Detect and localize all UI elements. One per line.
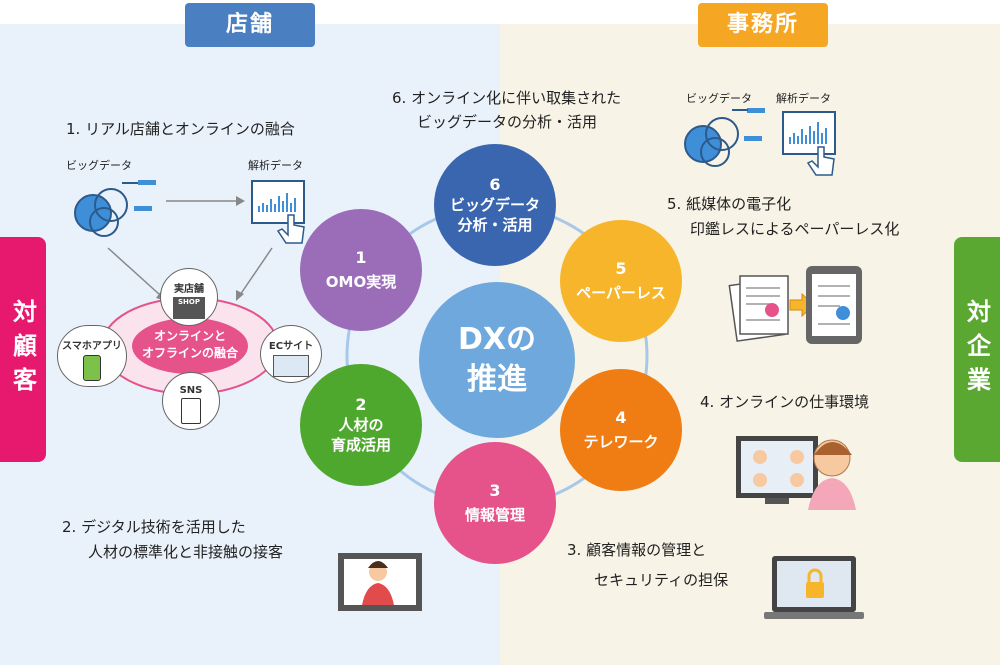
node-label: 分析・活用: [457, 216, 533, 234]
node-label: ペーパーレス: [576, 284, 666, 302]
teleworker-person-icon: [808, 439, 856, 510]
omo-analysis-label: 解析データ: [248, 159, 303, 172]
ec-label: ECサイト: [268, 341, 314, 352]
sns-phone-icon: [181, 397, 201, 424]
paper-documents-icon: [728, 275, 789, 342]
tablet-icon: [806, 266, 862, 344]
smartphone-icon: [83, 355, 101, 381]
caption-2-line2: 人材の標準化と非接触の接客: [88, 543, 284, 561]
node-telework: 4 テレワーク: [560, 369, 682, 491]
office-analysis-icon: [782, 111, 836, 176]
dx-center-circle: DXの 推進: [419, 282, 575, 438]
node-number: 4: [615, 408, 627, 427]
channel-store: 実店舗 SHOP: [160, 268, 218, 326]
node-bigdata: 6 ビッグデータ 分析・活用: [434, 144, 556, 266]
store-tag: 店舗: [185, 3, 315, 47]
node-number: 6: [489, 175, 501, 194]
omo-center-line1: オンラインと: [153, 329, 226, 343]
office-tag: 事務所: [698, 3, 828, 47]
node-label: 人材の: [338, 416, 384, 434]
caption-2-line1: 2. デジタル技術を活用した: [62, 518, 246, 536]
node-label: 情報管理: [464, 506, 525, 524]
browser-icon: [273, 355, 309, 377]
node-number: 5: [615, 259, 627, 278]
node-info-management: 3 情報管理: [434, 442, 556, 564]
center-line2: 推進: [467, 362, 527, 397]
channel-sns: SNS: [162, 372, 220, 430]
analysis-chart-icon: [251, 180, 305, 244]
channel-ec-site: ECサイト: [260, 325, 322, 383]
omo-center-line2: オフラインの融合: [141, 346, 238, 360]
shop-sign-text: SHOP: [178, 298, 200, 306]
office-bigdata-label: ビッグデータ: [686, 92, 752, 105]
customer-side-label: 対顧客: [0, 237, 46, 462]
node-omo: 1 OMO実現: [300, 209, 422, 331]
node-number: 3: [489, 481, 501, 500]
caption-5-line1: 5. 紙媒体の電子化: [667, 195, 792, 213]
bigdata-icon: [74, 180, 156, 237]
smartphone-label: スマホアプリ: [62, 341, 122, 352]
node-number: 1: [355, 248, 367, 267]
store-label: 実店舗: [174, 284, 204, 295]
omo-center-text: オンラインと オフラインの融合: [134, 328, 246, 362]
node-paperless: 5 ペーパーレス: [560, 220, 682, 342]
office-analysis-label: 解析データ: [776, 92, 831, 105]
caption-4: 4. オンラインの仕事環境: [700, 393, 870, 411]
caption-5-line2: 印鑑レスによるペーパーレス化: [690, 220, 900, 238]
node-number: 2: [355, 395, 367, 414]
channel-smartphone-app: スマホアプリ: [57, 325, 127, 387]
security-laptop-icon: [764, 556, 864, 619]
caption-6-line2: ビッグデータの分析・活用: [417, 113, 598, 131]
staff-monitor-icon: [338, 553, 422, 611]
node-label: ビッグデータ: [449, 196, 540, 214]
enterprise-side-label: 対企業: [954, 237, 1000, 462]
shop-icon: SHOP: [173, 297, 205, 319]
caption-6-line1: 6. オンライン化に伴い取集された: [392, 89, 622, 107]
caption-3-line2: セキュリティの担保: [594, 571, 729, 589]
node-label: 育成活用: [330, 436, 391, 454]
center-line1: DXの: [457, 322, 537, 357]
node-label: テレワーク: [583, 433, 659, 451]
sns-label: SNS: [179, 384, 203, 396]
telework-monitor-icon: [736, 436, 818, 504]
office-bigdata-icon: [684, 108, 765, 167]
caption-3-line1: 3. 顧客情報の管理と: [567, 541, 707, 559]
node-label: OMO実現: [325, 273, 397, 291]
office-background: [500, 24, 1000, 665]
omo-bigdata-label: ビッグデータ: [66, 159, 132, 172]
caption-1: 1. リアル店舗とオンラインの融合: [66, 120, 295, 138]
node-talent: 2 人材の 育成活用: [300, 364, 422, 486]
